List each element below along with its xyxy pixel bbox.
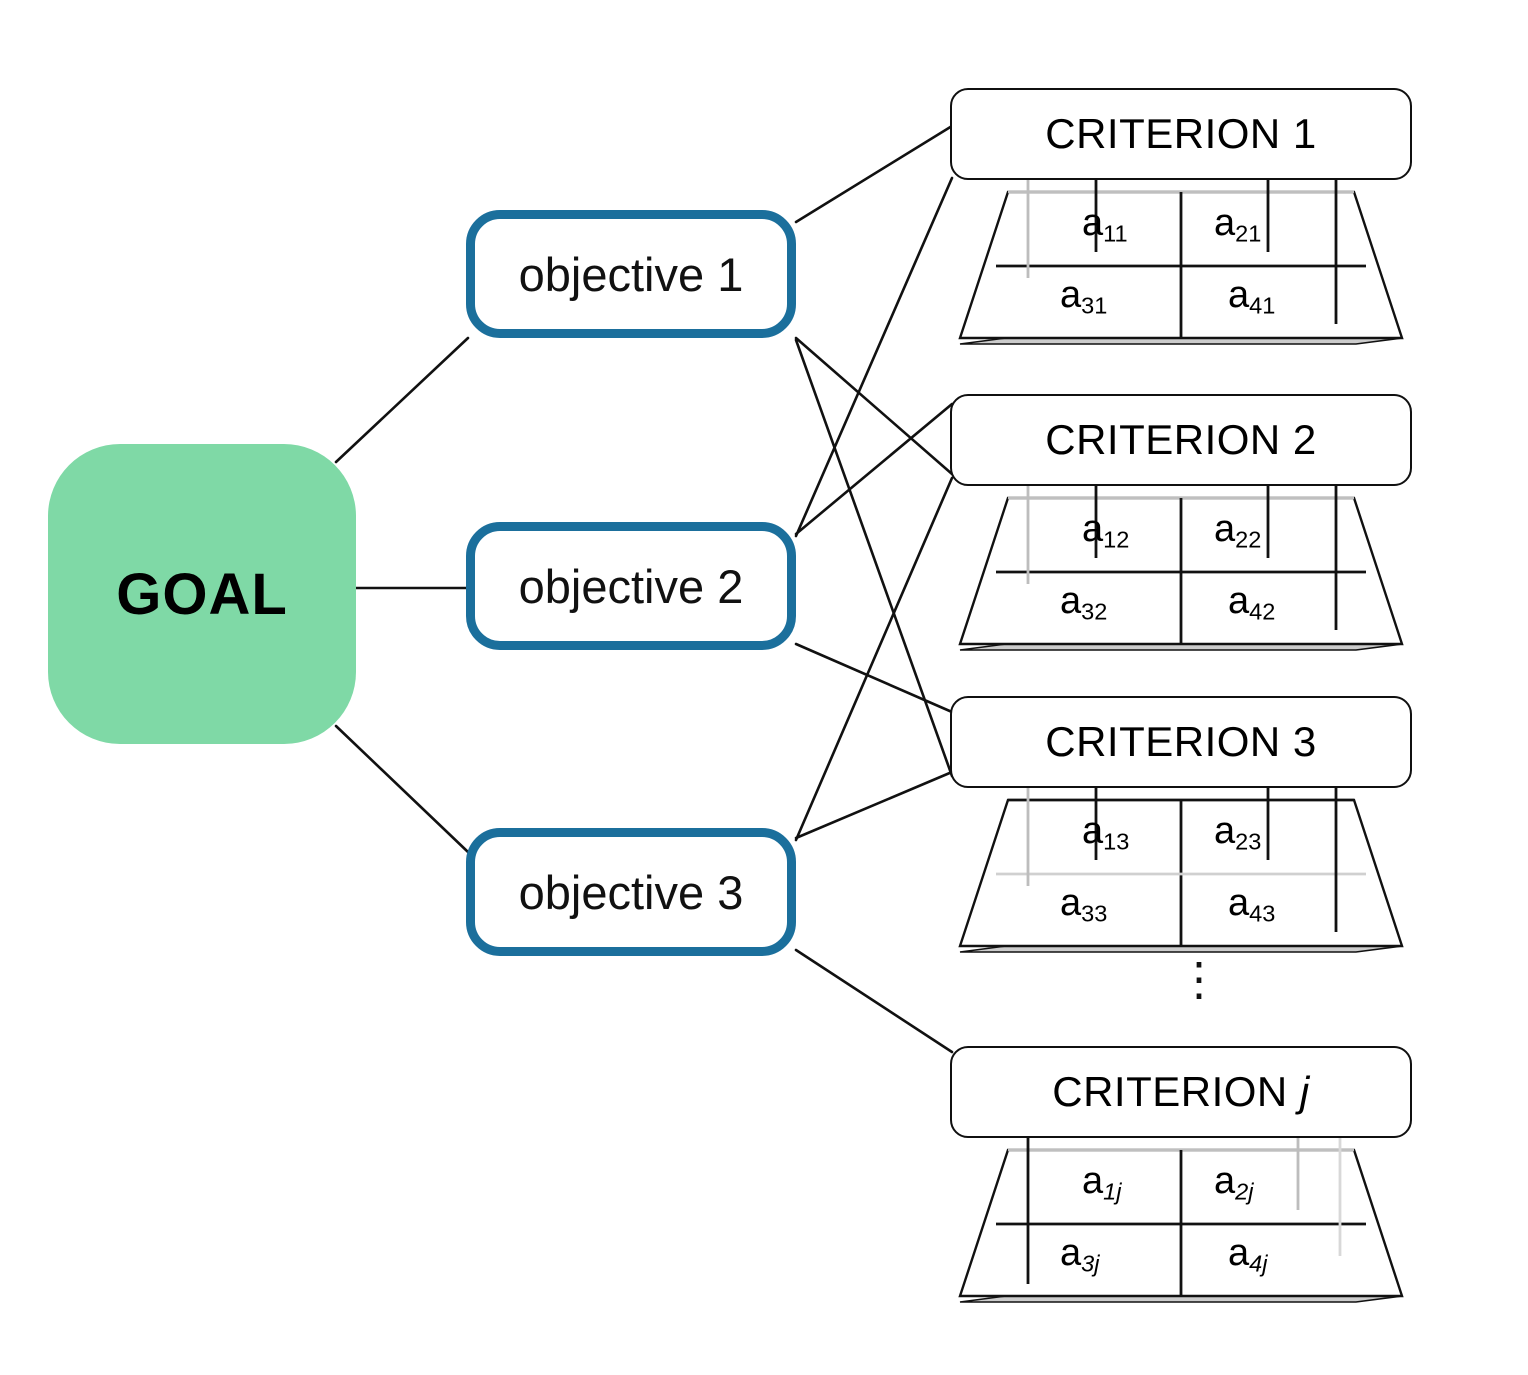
objective-node-1[interactable]: objective 1: [466, 210, 796, 338]
alt-base: a: [1060, 882, 1082, 924]
criterion-box[interactable]: CRITERION 1: [950, 88, 1412, 180]
alt-base: a: [1228, 274, 1250, 316]
alternative-cell: a1j: [1082, 1160, 1121, 1206]
alt-sub: 1j: [1103, 1178, 1122, 1205]
alt-base: a: [1060, 274, 1082, 316]
alternative-cell: a33: [1060, 882, 1107, 928]
alternative-cell: a12: [1082, 508, 1129, 554]
edge-objective-1-criterion-1: [794, 124, 954, 224]
trapezoid-graphic: [958, 484, 1404, 651]
alt-base: a: [1214, 202, 1236, 244]
alt-sub: 13: [1103, 828, 1130, 855]
alt-base: a: [1214, 810, 1236, 852]
alt-sub: 42: [1249, 598, 1276, 625]
alternative-cell: a41: [1228, 274, 1275, 320]
objective-label: objective 1: [518, 247, 744, 301]
alt-sub: 3j: [1081, 1250, 1100, 1277]
objective-label: objective 2: [518, 559, 744, 613]
goal-node[interactable]: GOAL: [48, 444, 356, 744]
alt-sub: 41: [1249, 292, 1276, 319]
edge-objective-3-criterion-3: [794, 770, 954, 840]
criterion-label: CRITERION 1: [1045, 110, 1317, 158]
objective-node-3[interactable]: objective 3: [466, 828, 796, 956]
edge-goal-objective-3: [334, 724, 470, 854]
alternatives-trapezoid: a1j a2j a3j a4j: [950, 1136, 1412, 1308]
alt-base: a: [1082, 508, 1104, 550]
criterion-tick-lines: [1026, 178, 1338, 324]
edge-objective-1-criterion-3: [794, 338, 954, 778]
edge-objective-1-criterion-2: [794, 336, 954, 476]
alt-base: a: [1228, 1232, 1250, 1274]
criterion-box[interactable]: CRITERION 3: [950, 696, 1412, 788]
edge-objective-3-criterion-j: [794, 948, 954, 1054]
alt-sub: 43: [1249, 900, 1276, 927]
edge-objective-2-criterion-1: [794, 176, 954, 538]
criterion-box[interactable]: CRITERION 2: [950, 394, 1412, 486]
alternative-cell: a43: [1228, 882, 1275, 928]
criterion-label: CRITERION j: [1052, 1068, 1310, 1116]
alt-base: a: [1214, 508, 1236, 550]
criterion-label-prefix: CRITERION: [1052, 1068, 1288, 1115]
alt-base: a: [1060, 580, 1082, 622]
alt-sub: 21: [1235, 220, 1262, 247]
alt-sub: 32: [1081, 598, 1108, 625]
goal-label: GOAL: [116, 561, 288, 627]
criterion-label-index: j: [1299, 1068, 1310, 1115]
alt-base: a: [1082, 1160, 1104, 1202]
edge-objective-2-criterion-3: [794, 642, 954, 714]
alt-sub: 33: [1081, 900, 1108, 927]
trapezoid-graphic: [958, 178, 1404, 345]
alternative-cell: a22: [1214, 508, 1261, 554]
alt-base: a: [1060, 1232, 1082, 1274]
criterion-tick-lines: [1026, 484, 1338, 630]
objective-node-2[interactable]: objective 2: [466, 522, 796, 650]
alternative-cell: a4j: [1228, 1232, 1267, 1278]
alt-base: a: [1214, 1160, 1236, 1202]
edge-objective-3-criterion-2: [794, 476, 954, 842]
alt-base: a: [1228, 882, 1250, 924]
alternative-cell: a11: [1082, 202, 1128, 248]
alternative-cell: a2j: [1214, 1160, 1253, 1206]
alt-sub: 2j: [1235, 1178, 1254, 1205]
criterion-label: CRITERION 2: [1045, 416, 1317, 464]
alt-sub: 23: [1235, 828, 1262, 855]
criterion-tick-lines: [1026, 1136, 1342, 1284]
trapezoid-graphic: [958, 1136, 1404, 1303]
alt-sub: 22: [1235, 526, 1262, 553]
criterion-box[interactable]: CRITERION j: [950, 1046, 1412, 1138]
alternatives-trapezoid: a11 a21 a31 a41: [950, 178, 1412, 350]
trapezoid-graphic: [958, 786, 1404, 953]
edge-objective-2-criterion-2: [794, 402, 954, 536]
criterion-label-prefix: CRITERION: [1045, 718, 1281, 765]
criterion-label-prefix: CRITERION: [1045, 416, 1281, 463]
criterion-label: CRITERION 3: [1045, 718, 1317, 766]
alternative-cell: a3j: [1060, 1232, 1099, 1278]
criterion-label-prefix: CRITERION: [1045, 110, 1281, 157]
alt-sub: 11: [1103, 220, 1128, 247]
alternatives-trapezoid: a13 a23 a33 a43: [950, 786, 1412, 958]
criterion-tick-lines: [1026, 786, 1338, 932]
criterion-label-index: 3: [1292, 718, 1317, 765]
alt-sub: 12: [1103, 526, 1130, 553]
alt-sub: 31: [1081, 292, 1108, 319]
criterion-label-index: 2: [1292, 416, 1317, 463]
alternative-cell: a13: [1082, 810, 1129, 856]
alternative-cell: a21: [1214, 202, 1261, 248]
alt-base: a: [1082, 202, 1104, 244]
alt-sub: 4j: [1249, 1250, 1268, 1277]
alternative-cell: a23: [1214, 810, 1261, 856]
alt-base: a: [1228, 580, 1250, 622]
alt-base: a: [1082, 810, 1104, 852]
edge-goal-objective-1: [334, 336, 470, 464]
continuation-ellipsis-icon: ⋮: [1176, 953, 1222, 1005]
alternative-cell: a31: [1060, 274, 1107, 320]
objective-label: objective 3: [518, 865, 744, 919]
alternative-cell: a42: [1228, 580, 1275, 626]
alternatives-trapezoid: a12 a22 a32 a42: [950, 484, 1412, 656]
alternative-cell: a32: [1060, 580, 1107, 626]
criterion-label-index: 1: [1292, 110, 1317, 157]
